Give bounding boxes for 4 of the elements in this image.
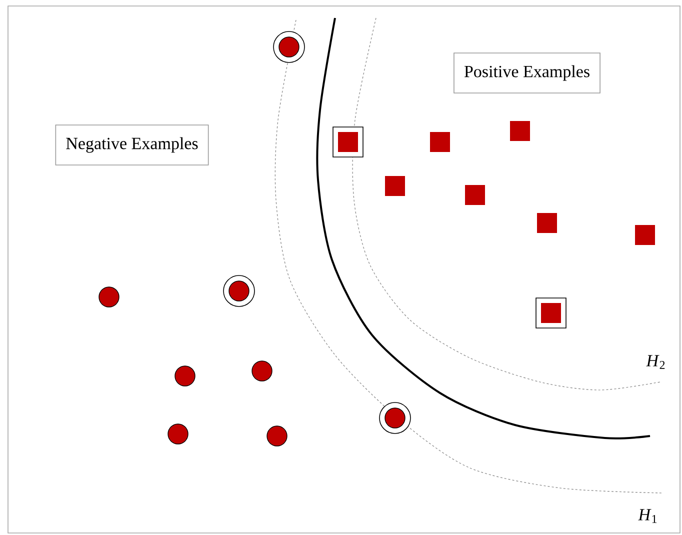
label-box: Negative Examples	[55, 124, 209, 166]
margin-label: H$_{1}$	[638, 509, 657, 523]
margin-label: H$_{2}$	[646, 355, 665, 369]
label-box: Positive Examples	[454, 52, 600, 94]
